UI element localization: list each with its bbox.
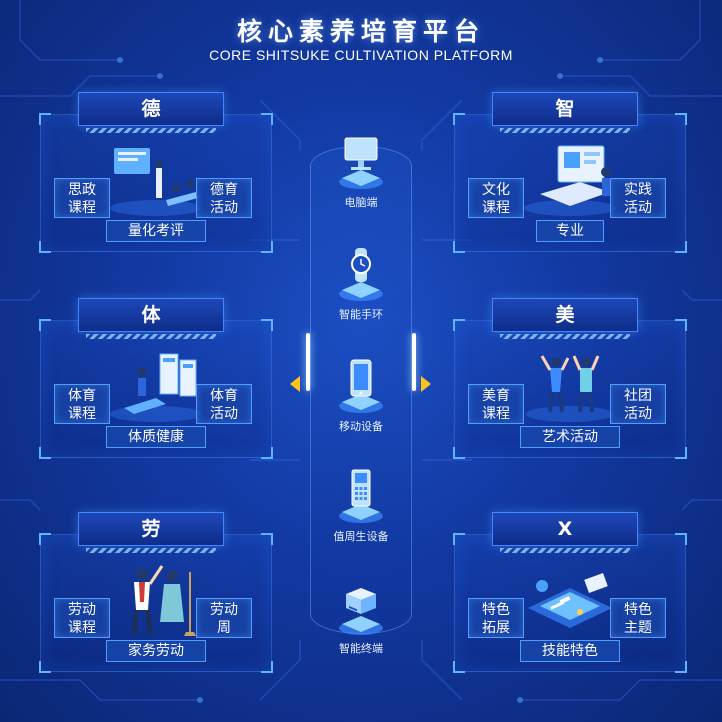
stripe-decoration [86, 128, 216, 133]
tag-bottom: 家务劳动 [106, 640, 206, 662]
page-title: 核心素养培育平台 [236, 17, 485, 46]
smartwatch-icon [339, 248, 383, 301]
device-label: 值周生设备 [333, 530, 389, 543]
arrow-left-icon [290, 376, 300, 392]
tag-right: 社团活动 [610, 384, 666, 424]
panel-title: 美 [492, 298, 638, 332]
device-label: 电脑端 [344, 196, 378, 209]
device-label: 智能终端 [339, 642, 383, 655]
tag-right: 实践活动 [610, 178, 666, 218]
left-bar [306, 333, 310, 391]
device-label: 智能手环 [339, 308, 383, 321]
stripe-decoration [500, 548, 630, 553]
tag-bottom: 艺术活动 [520, 426, 620, 448]
tag-left: 思政课程 [54, 178, 110, 218]
tag-left: 文化课程 [468, 178, 524, 218]
tag-bottom: 体质健康 [106, 426, 206, 448]
panel-title: X [492, 512, 638, 546]
panel-title: 劳 [78, 512, 224, 546]
panel-title: 智 [492, 92, 638, 126]
device-mobile: 移动设备 [322, 358, 400, 434]
classroom-illustration [110, 148, 202, 216]
stripe-decoration [500, 128, 630, 133]
tag-bottom: 技能特色 [520, 640, 620, 662]
computer-illustration [524, 145, 616, 216]
device-wristband: 智能手环 [322, 246, 400, 322]
device-label: 移动设备 [339, 420, 383, 433]
exercise-illustration [110, 353, 202, 422]
stripe-decoration [500, 334, 630, 339]
panel-title: 德 [78, 92, 224, 126]
isometric-dashboard-illustration [528, 573, 612, 628]
right-bar [412, 333, 416, 391]
stripe-decoration [86, 548, 216, 553]
server-terminal-icon [339, 588, 383, 635]
tag-left: 体育课程 [54, 384, 110, 424]
tag-right: 劳动周 [196, 598, 252, 638]
stripe-decoration [86, 334, 216, 339]
performers-illustration [526, 355, 614, 422]
smartphone-icon [339, 359, 383, 413]
panel-title: 体 [78, 298, 224, 332]
tag-right: 特色主题 [610, 598, 666, 638]
device-desktop: 电脑端 [322, 134, 400, 210]
tag-left: 特色拓展 [468, 598, 524, 638]
device-duty-student: 值周生设备 [322, 468, 400, 544]
page-subtitle: CORE SHITSUKE CULTIVATION PLATFORM [209, 47, 513, 63]
device-smart-terminal: 智能终端 [322, 580, 400, 656]
tag-right: 德育活动 [196, 178, 252, 218]
tag-bottom: 量化考评 [106, 220, 206, 242]
tag-right: 体育活动 [196, 384, 252, 424]
arrow-right-icon [421, 376, 431, 392]
handheld-terminal-icon [339, 469, 383, 523]
monitor-icon [339, 137, 383, 189]
tag-left: 劳动课程 [54, 598, 110, 638]
tag-left: 美育课程 [468, 384, 524, 424]
cleaners-illustration [131, 565, 196, 636]
tag-bottom: 专业 [536, 220, 604, 242]
